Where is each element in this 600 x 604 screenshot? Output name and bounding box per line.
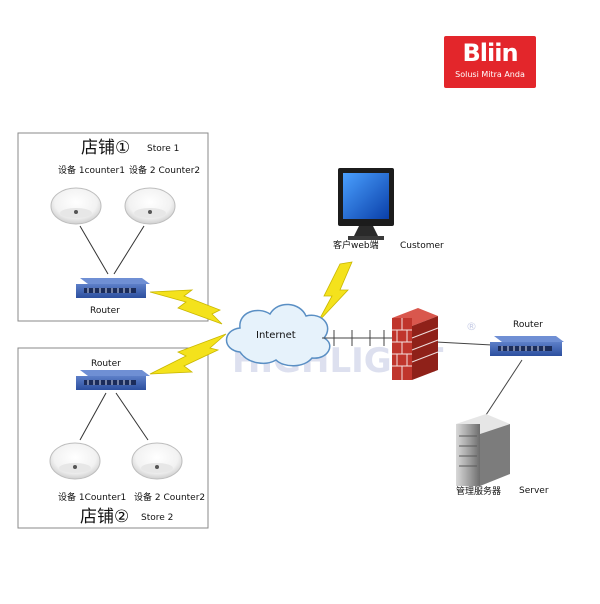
- store1-group: 店铺① Store 1 设备 1counter1 设备 2 Counter2: [17, 132, 209, 322]
- logo-tagline: Solusi Mitra Anda: [455, 70, 525, 79]
- store1-link-counter1: [79, 225, 109, 275]
- firewall-icon: [392, 308, 439, 380]
- store1-frame: [17, 132, 209, 322]
- store2-link-counter2: [115, 392, 149, 441]
- internet-cloud-icon: [225, 303, 331, 367]
- store1-router: [76, 278, 150, 298]
- lightning-customer-icon: [317, 261, 353, 323]
- hq-router-label: Router: [513, 320, 543, 330]
- store1-link-counter2: [113, 225, 145, 275]
- lightning-store1-icon: [149, 289, 223, 325]
- hq-router-icon: [490, 336, 564, 356]
- server-label-en: Server: [519, 486, 549, 496]
- logo-word: Bliin: [462, 39, 518, 67]
- store2-counter2-sensor: [131, 442, 183, 480]
- store2-link-counter1: [79, 392, 107, 441]
- customer-label-cn: 客户web端: [333, 239, 379, 251]
- store2-router: [76, 370, 150, 390]
- bliin-logo: Bliin Solusi Mitra Anda: [444, 36, 536, 88]
- link-firewall-ticks: [333, 330, 385, 346]
- store2-router-label: Router: [91, 359, 121, 369]
- watermark-symbol: ®: [466, 320, 477, 333]
- store1-title-cn: 店铺①: [81, 138, 130, 158]
- store2-frame: [17, 347, 209, 529]
- store2-group: Router 设备 1Counter1 设备 2 Counter2 店铺② St…: [17, 347, 209, 529]
- store1-title-en: Store 1: [147, 144, 179, 154]
- store1-router-label: Router: [90, 306, 120, 316]
- store1-counter2-label: 设备 2 Counter2: [129, 164, 200, 176]
- internet-label: Internet: [256, 330, 296, 341]
- lightning-store2-icon: [149, 333, 227, 375]
- store1-counter2-sensor: [124, 187, 176, 225]
- link-firewall-router: [435, 341, 493, 346]
- store2-counter2-label: 设备 2 Counter2: [134, 491, 205, 503]
- store1-counter1-sensor: [50, 187, 102, 225]
- server-icon: [456, 414, 510, 486]
- store2-title-cn: 店铺②: [80, 507, 129, 527]
- store2-counter1-label: 设备 1Counter1: [58, 491, 126, 503]
- customer-label-en: Customer: [400, 241, 444, 251]
- server-label-cn: 管理服务器: [456, 485, 501, 497]
- store2-counter1-sensor: [49, 442, 101, 480]
- store2-title-en: Store 2: [141, 513, 173, 523]
- link-router-server: [483, 359, 523, 419]
- store1-counter1-label: 设备 1counter1: [58, 164, 125, 176]
- customer-monitor-icon: [338, 168, 394, 240]
